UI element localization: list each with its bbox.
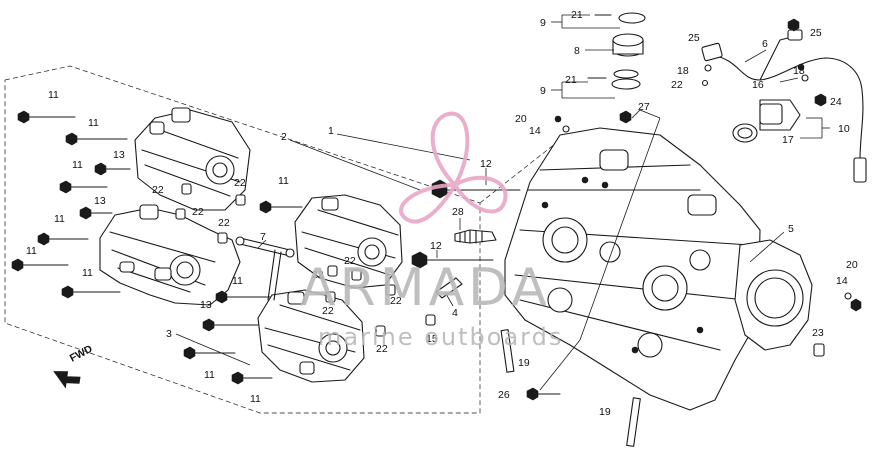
callout-18-a: 18 [677,65,689,77]
callout-15: 15 [426,333,438,345]
callout-25-b: 25 [810,27,822,39]
callout-11-d: 11 [54,213,65,225]
cover-5 [734,239,813,351]
callout-11-i: 11 [204,369,215,381]
upper-bracket-2 [134,107,251,211]
callout-24: 24 [830,96,842,108]
callout-7: 7 [260,231,266,243]
callout-8: 8 [574,45,580,57]
callout-5: 5 [788,223,794,235]
propeller-logo [399,111,508,224]
callout-11-j: 11 [250,393,261,405]
callout-22-g: 22 [390,295,402,307]
fwd-label: FWD [68,343,95,365]
callout-22-d: 22 [218,217,230,229]
callout-labels: 1 2 3 4 5 6 7 8 9 9 10 11 11 11 11 11 11… [26,9,858,418]
callout-22-a: 22 [152,184,164,196]
callout-11-f: 11 [82,267,93,279]
callout-28: 28 [452,206,464,218]
callout-27: 27 [638,101,650,113]
clamp-9 [611,12,646,90]
bolt-group [11,110,632,401]
callout-11-a: 11 [48,89,59,101]
callout-20-a: 20 [515,113,527,125]
lower-bracket-3 [99,204,241,306]
screw-21 [587,14,612,79]
callout-22-h: 22 [322,305,334,317]
callout-23: 23 [812,327,824,339]
callout-14-b: 14 [836,275,848,287]
watermark: ARMADA marine outboards [300,111,563,351]
sensor-harness-6 [701,29,867,183]
callout-10: 10 [838,123,850,135]
callout-11-c: 11 [72,159,83,171]
callout-13-a: 13 [113,149,125,161]
pin-4 [435,277,463,299]
callout-22-e: 22 [312,269,324,281]
callout-12-a: 12 [480,158,492,170]
small-parts [554,18,862,357]
callout-11-e: 11 [26,245,37,257]
callout-12-b: 12 [430,240,442,252]
stud-19 [500,329,641,447]
callout-26: 26 [498,389,510,401]
callout-4: 4 [452,307,458,319]
callout-11-b: 11 [88,117,99,129]
watermark-tagline: marine outboards [318,323,563,351]
callout-22-i: 22 [376,343,388,355]
callout-1: 1 [328,125,334,137]
callout-14-a: 14 [529,125,541,137]
lower-middle-bracket [257,289,365,383]
callout-22-f: 22 [344,255,356,267]
watermark-brand: ARMADA [300,258,551,318]
sensor-10 [732,99,801,143]
callout-25-a: 25 [688,32,700,44]
leader-lines [175,14,830,391]
callout-16: 16 [752,79,764,91]
callout-3: 3 [166,328,172,340]
callout-21-a: 21 [571,9,583,21]
callout-9-top: 9 [540,17,546,29]
callout-20-b: 20 [846,259,858,271]
callout-21-b: 21 [565,74,577,86]
callout-19-a: 19 [518,357,530,369]
callout-6: 6 [762,38,768,50]
callout-11-h: 11 [232,275,243,287]
callout-18-b: 18 [793,65,805,77]
cylinder-head [504,127,761,411]
middle-bracket-1 [294,194,403,289]
assembly-frame [4,65,561,414]
dowel-group [175,183,436,337]
callout-19-b: 19 [599,406,611,418]
link-rod-7 [235,236,295,301]
callout-13-c: 13 [200,299,212,311]
fwd-indicator: FWD [53,343,95,389]
spark-plug-28 [454,229,497,244]
callout-2: 2 [281,131,287,143]
callout-22-c: 22 [234,177,246,189]
callout-13-b: 13 [94,195,106,207]
callout-17: 17 [782,134,794,146]
callout-11-g: 11 [278,175,289,187]
callout-22-j: 22 [671,79,683,91]
callout-22-b: 22 [192,206,204,218]
hose-fitting-8 [612,33,644,57]
callout-9-bottom: 9 [540,85,546,97]
